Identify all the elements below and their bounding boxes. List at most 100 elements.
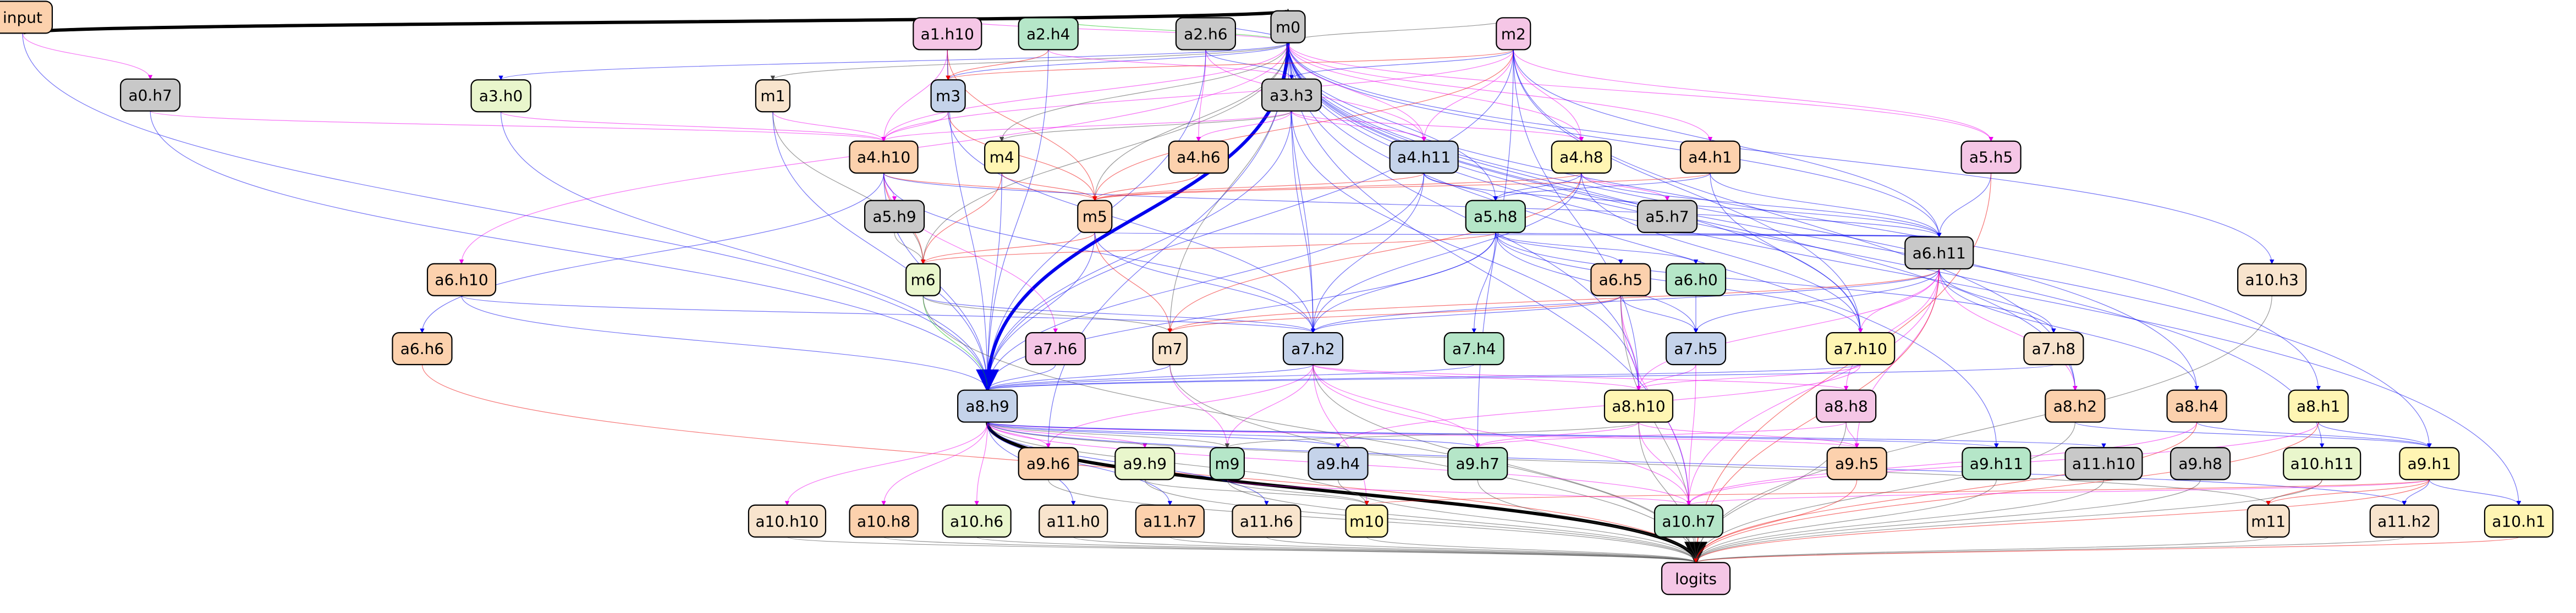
node-a10-h3[interactable]: a10.h3 [2237, 263, 2307, 296]
node-label: a5.h9 [872, 208, 916, 226]
node-a8-h10[interactable]: a8.h10 [1603, 389, 1674, 423]
node-a4-h10[interactable]: a4.h10 [849, 140, 919, 174]
node-a9-h5[interactable]: a9.h5 [1826, 447, 1887, 481]
edge-m9-to-logits [1227, 479, 1699, 564]
node-m11[interactable]: m11 [2247, 504, 2290, 538]
node-m0[interactable]: m0 [1270, 10, 1306, 43]
edge-m6-to-logits [922, 295, 1699, 564]
node-a9-h9[interactable]: a9.h9 [1114, 447, 1176, 481]
node-a10-h10[interactable]: a10.h10 [748, 504, 827, 538]
edge-a8.h8-to-a9.h7 [1475, 422, 1847, 449]
node-a6-h5[interactable]: a6.h5 [1590, 263, 1651, 296]
node-a8-h4[interactable]: a8.h4 [2166, 389, 2227, 423]
node-a7-h10[interactable]: a7.h10 [1826, 332, 1896, 366]
node-m1[interactable]: m1 [755, 79, 791, 113]
node-a6-h10[interactable]: a6.h10 [426, 263, 497, 296]
edge-a5.h7-to-a6.h11 [1667, 232, 1941, 238]
edge-a4.h8-to-a5.h7 [1581, 173, 1670, 201]
node-box [1308, 447, 1369, 481]
edge-m0-to-m4 [999, 42, 1289, 142]
node-a10-h11[interactable]: a10.h11 [2283, 447, 2361, 481]
node-label: a10.h10 [755, 512, 819, 531]
node-a11-h6[interactable]: a11.h6 [1232, 504, 1301, 538]
node-box [2166, 389, 2227, 423]
node-a4-h6[interactable]: a4.h6 [1168, 140, 1229, 174]
node-a8-h9[interactable]: a8.h9 [957, 389, 1018, 423]
node-a7-h2[interactable]: a7.h2 [1282, 332, 1344, 366]
edge-m5-to-m7 [1094, 232, 1173, 333]
node-a5-h7[interactable]: a5.h7 [1636, 200, 1698, 233]
node-a4-h8[interactable]: a4.h8 [1551, 140, 1612, 174]
node-a10-h7[interactable]: a10.h7 [1654, 504, 1724, 538]
node-a2-h4[interactable]: a2.h4 [1018, 17, 1079, 51]
node-a9-h8[interactable]: a9.h8 [2169, 447, 2231, 481]
node-a7-h6[interactable]: a7.h6 [1025, 332, 1086, 366]
edge-a4.h1-to-a5.h8 [1493, 173, 1711, 201]
edge-a6.h11-to-a7.h8 [1938, 268, 2056, 333]
node-a6-h0[interactable]: a6.h0 [1665, 263, 1727, 296]
edge-a0.h7-to-a4.h10 [150, 111, 886, 142]
node-a4-h1[interactable]: a4.h1 [1679, 140, 1741, 174]
node-a10-h6[interactable]: a10.h6 [942, 504, 1012, 538]
edge-a6.h11-to-a8.h4 [1938, 268, 2199, 391]
node-a0-h7[interactable]: a0.h7 [120, 78, 181, 112]
node-a8-h8[interactable]: a8.h8 [1816, 389, 1877, 423]
node-a10-h1[interactable]: a10.h1 [2484, 504, 2554, 538]
node-m10[interactable]: m10 [1345, 504, 1388, 538]
node-label: a8.h1 [2297, 397, 2340, 416]
node-a9-h1[interactable]: a9.h1 [2399, 447, 2460, 481]
node-a11-h7[interactable]: a11.h7 [1135, 504, 1205, 538]
node-a5-h8[interactable]: a5.h8 [1465, 200, 1526, 233]
node-a3-h3[interactable]: a3.h3 [1261, 78, 1322, 112]
node-a10-h8[interactable]: a10.h8 [849, 504, 919, 538]
edge-a7.h10-to-a8.h10 [1636, 364, 1861, 391]
node-label: a7.h8 [2032, 340, 2075, 358]
node-label: a5.h5 [1969, 148, 2013, 167]
node-a1-h10[interactable]: a1.h10 [913, 17, 982, 51]
edge-a8.h10-to-a9.h7 [1475, 422, 1639, 449]
node-a8-h2[interactable]: a8.h2 [2045, 389, 2106, 423]
node-a9-h7[interactable]: a9.h7 [1447, 447, 1508, 481]
node-a9-h6[interactable]: a9.h6 [1018, 447, 1079, 481]
node-a8-h1[interactable]: a8.h1 [2288, 389, 2349, 423]
node-a11-h2[interactable]: a11.h2 [2369, 504, 2439, 538]
edge-m2-to-m5 [1092, 49, 1514, 201]
node-m5[interactable]: m5 [1077, 200, 1113, 233]
node-a6-h11[interactable]: a6.h11 [1904, 236, 1974, 270]
node-a11-h0[interactable]: a11.h0 [1039, 504, 1108, 538]
node-a2-h6[interactable]: a2.h6 [1175, 17, 1237, 51]
node-logits[interactable]: logits [1661, 562, 1731, 595]
node-box [1039, 504, 1108, 538]
node-m7[interactable]: m7 [1152, 332, 1188, 366]
node-m3[interactable]: m3 [930, 79, 966, 113]
node-a5-h5[interactable]: a5.h5 [1960, 140, 2022, 174]
edge-a8.h9-to-logits [986, 422, 1707, 565]
node-box [1654, 504, 1724, 538]
node-a9-h11[interactable]: a9.h11 [1962, 447, 2031, 481]
edge-a4.h11-to-a8.h9 [985, 173, 1425, 391]
node-a11-h10[interactable]: a11.h10 [2064, 447, 2143, 481]
node-m6[interactable]: m6 [905, 263, 941, 296]
node-m4[interactable]: m4 [984, 140, 1020, 174]
node-m9[interactable]: m9 [1209, 447, 1245, 481]
node-a3-h0[interactable]: a3.h0 [470, 79, 531, 113]
node-label: a10.h8 [857, 512, 910, 531]
node-a7-h5[interactable]: a7.h5 [1665, 332, 1727, 366]
edge-m4-to-m6 [920, 173, 1002, 264]
edge-m0-to-a10.h11 [1287, 42, 2325, 449]
edge-a11.h10-to-logits [1693, 479, 2105, 564]
node-a5-h9[interactable]: a5.h9 [864, 200, 925, 233]
node-a4-h11[interactable]: a4.h11 [1389, 140, 1459, 174]
node-label: a11.h6 [1240, 512, 1293, 531]
edge-m1-to-a4.h10 [772, 112, 886, 142]
node-a6-h6[interactable]: a6.h6 [392, 332, 453, 366]
node-box [426, 263, 497, 296]
edge-a8.h8-to-a9.h5 [1846, 422, 1859, 449]
node-input[interactable]: input [0, 1, 53, 34]
node-box [1077, 200, 1113, 233]
node-a9-h4[interactable]: a9.h4 [1308, 447, 1369, 481]
node-a7-h4[interactable]: a7.h4 [1443, 332, 1504, 366]
node-a7-h8[interactable]: a7.h8 [2023, 332, 2084, 366]
node-m2[interactable]: m2 [1496, 17, 1531, 51]
node-label: a4.h11 [1397, 148, 1451, 167]
